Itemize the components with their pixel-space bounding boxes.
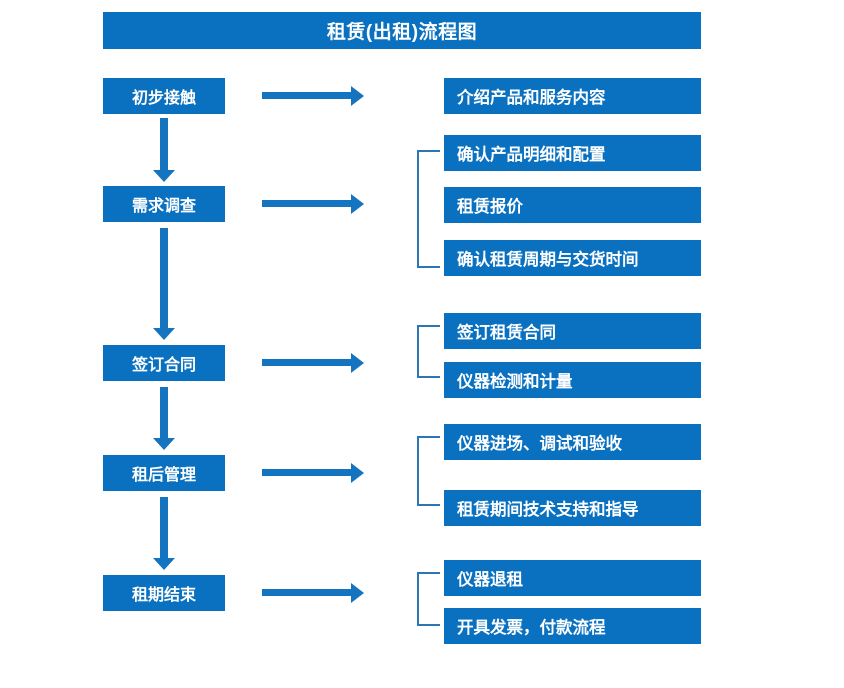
right-arrow-icon-3	[262, 353, 364, 373]
stage-node-5[interactable]: 租期结束	[103, 575, 225, 611]
down-arrow-icon-1	[153, 118, 175, 182]
stage-node-3[interactable]: 签订合同	[103, 345, 225, 381]
stage-node-1[interactable]: 初步接触	[103, 78, 225, 114]
detail-node-label: 签订租赁合同	[457, 324, 556, 342]
detail-node-10[interactable]: 开具发票，付款流程	[444, 608, 701, 644]
stage-node-label: 租后管理	[131, 467, 196, 484]
page-title: 租赁(出租)流程图	[103, 12, 701, 49]
detail-node-9[interactable]: 仪器退租	[444, 560, 701, 596]
group-bracket-lease-end	[417, 572, 440, 626]
right-arrow-icon-2	[262, 194, 364, 214]
detail-node-label: 开具发票，付款流程	[457, 619, 606, 637]
detail-node-label: 租赁报价	[457, 198, 523, 216]
detail-node-2[interactable]: 确认产品明细和配置	[444, 135, 701, 171]
detail-node-4[interactable]: 确认租赁周期与交货时间	[444, 240, 701, 276]
detail-node-8[interactable]: 租赁期间技术支持和指导	[444, 490, 701, 526]
group-bracket-demand-survey	[417, 150, 440, 268]
detail-node-label: 介绍产品和服务内容	[457, 89, 606, 107]
down-arrow-icon-2	[153, 228, 175, 340]
down-arrow-icon-4	[153, 497, 175, 570]
stage-node-label: 签订合同	[131, 357, 196, 374]
down-arrow-icon-3	[153, 387, 175, 450]
stage-node-4[interactable]: 租后管理	[103, 455, 225, 491]
stage-node-label: 初步接触	[131, 90, 196, 107]
group-bracket-post-rental	[417, 436, 440, 506]
detail-node-5[interactable]: 签订租赁合同	[444, 313, 701, 349]
detail-node-1[interactable]: 介绍产品和服务内容	[444, 78, 701, 114]
detail-node-6[interactable]: 仪器检测和计量	[444, 362, 701, 398]
detail-node-label: 仪器检测和计量	[457, 373, 573, 391]
group-bracket-contract	[417, 325, 440, 378]
right-arrow-icon-1	[262, 86, 364, 106]
stage-node-2[interactable]: 需求调查	[103, 186, 225, 222]
detail-node-label: 仪器退租	[457, 571, 523, 589]
stage-node-label: 需求调查	[131, 198, 196, 215]
right-arrow-icon-4	[262, 463, 364, 483]
detail-node-3[interactable]: 租赁报价	[444, 187, 701, 223]
stage-node-label: 租期结束	[131, 587, 196, 604]
detail-node-label: 确认产品明细和配置	[457, 146, 606, 164]
right-arrow-icon-5	[262, 583, 364, 603]
detail-node-label: 租赁期间技术支持和指导	[457, 501, 639, 519]
detail-node-7[interactable]: 仪器进场、调试和验收	[444, 424, 701, 460]
detail-node-label: 仪器进场、调试和验收	[457, 435, 622, 453]
detail-node-label: 确认租赁周期与交货时间	[457, 251, 639, 269]
